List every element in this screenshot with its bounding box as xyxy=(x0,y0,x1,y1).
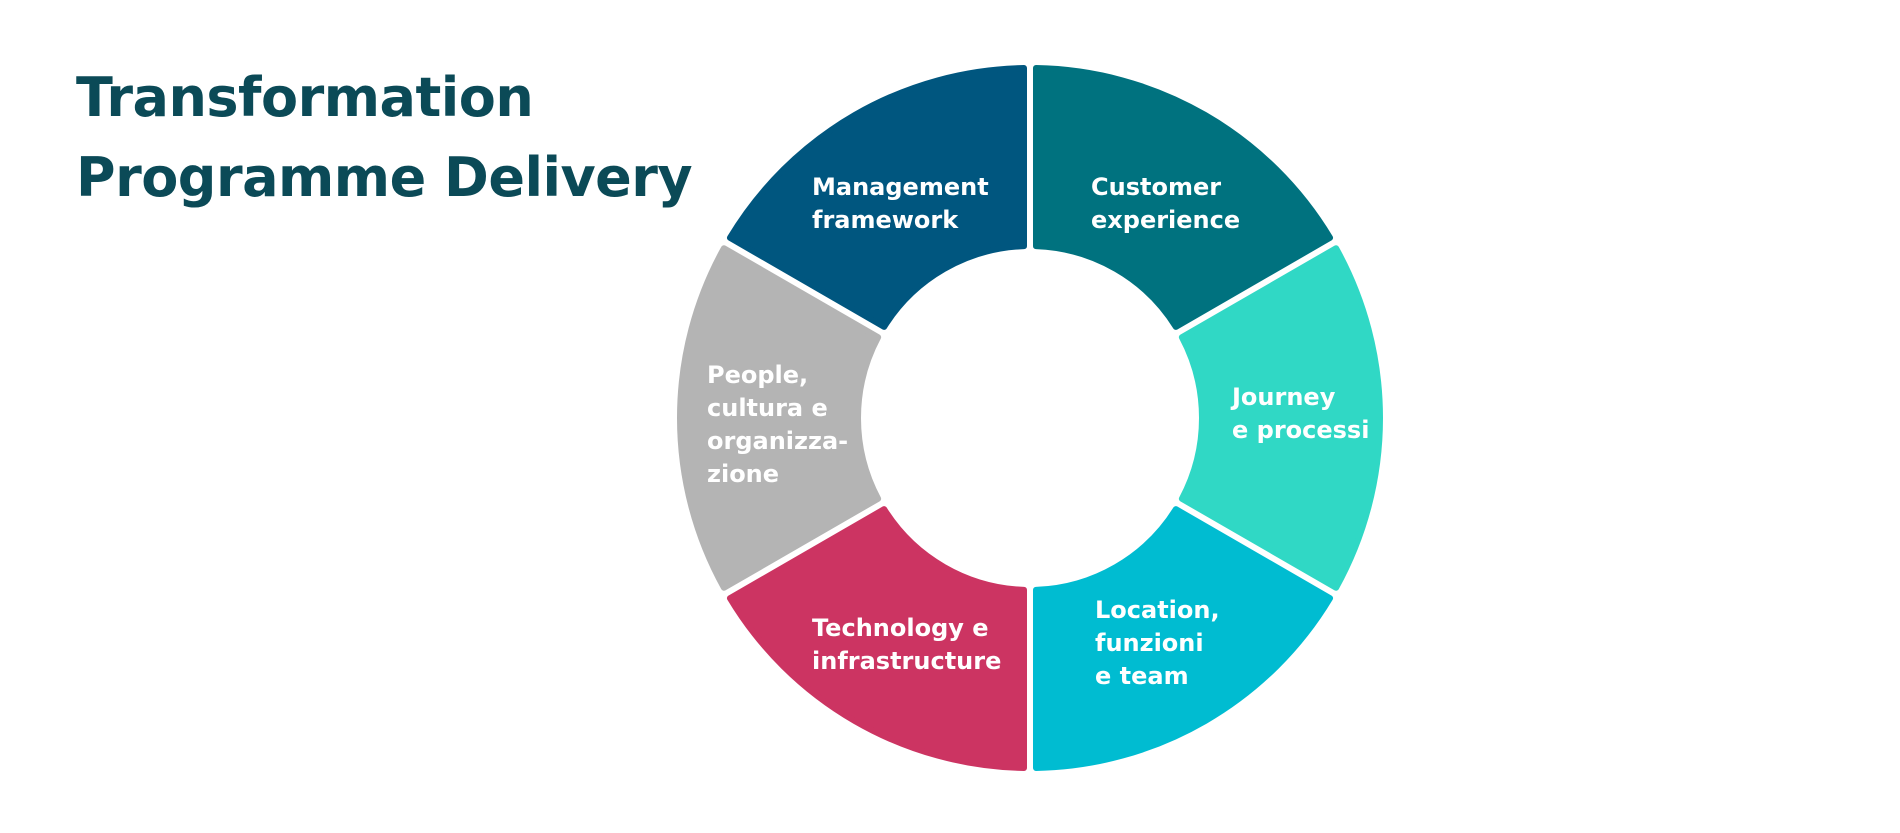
segment-label-line: framework xyxy=(812,206,959,234)
segment-people-cultura-organizzazione xyxy=(677,245,882,591)
segment-label-management-framework: Management framework xyxy=(812,173,989,234)
segment-journey-processi xyxy=(1178,245,1383,591)
title-line-2: Programme Delivery xyxy=(76,146,693,209)
segment-customer-experience xyxy=(1033,65,1334,330)
segment-label-line: Management xyxy=(812,173,989,201)
segment-label-people-cultura-organizzazione: People, cultura e organizza-zione xyxy=(707,361,848,488)
segment-label-line: Location, xyxy=(1095,596,1220,624)
segment-label-customer-experience: Customer experience xyxy=(1091,173,1240,234)
segment-label-line: Journey xyxy=(1230,383,1336,411)
segment-label-line: infrastructure xyxy=(812,647,1001,675)
segment-label-line: e processi xyxy=(1232,416,1369,444)
segment-label-technology-infrastructure: Technology e infrastructure xyxy=(812,614,1001,675)
title-line-1: Transformation xyxy=(76,66,534,129)
segment-label-line: cultura e xyxy=(707,394,828,422)
segment-location-funzioni-team xyxy=(1033,506,1334,771)
page-title: Transformation Programme Delivery xyxy=(76,58,693,218)
segment-label-line: Technology e xyxy=(812,614,989,642)
segment-management-framework xyxy=(726,65,1027,330)
segment-label-journey-processi: Journey e processi xyxy=(1230,383,1369,444)
segment-label-line: zione xyxy=(707,460,779,488)
segment-label-line: Customer xyxy=(1091,173,1221,201)
segment-technology-infrastructure xyxy=(726,506,1027,771)
segment-label-line: People, xyxy=(707,361,808,389)
segment-label-line: funzioni xyxy=(1095,629,1204,657)
segment-label-line: experience xyxy=(1091,206,1240,234)
segment-label-location-funzioni-team: Location, funzioni e team xyxy=(1095,596,1220,690)
segment-label-line: e team xyxy=(1095,662,1189,690)
segment-label-line: organizza- xyxy=(707,427,848,455)
